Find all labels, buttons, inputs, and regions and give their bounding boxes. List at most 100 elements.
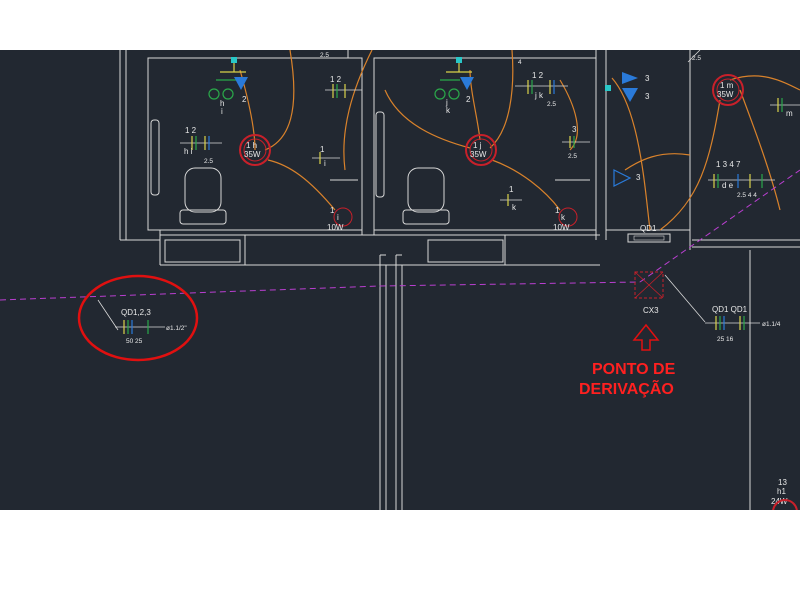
toilet-tank <box>407 167 445 213</box>
svg-text:1 3 4 7: 1 3 4 7 <box>716 160 741 169</box>
lamp-m-id: 1 m <box>720 81 734 90</box>
wire-path <box>267 159 336 211</box>
outlet-icon <box>208 88 220 100</box>
tag-qd1-pair: QD1 QD1 ø1.1/4 25 16 <box>664 274 781 343</box>
outlet-group-middle: j k 2 <box>434 57 474 115</box>
svg-text:10W: 10W <box>553 223 570 232</box>
wire-path <box>491 159 561 211</box>
toilet-seat <box>179 209 227 225</box>
junction-box-icon <box>605 85 611 91</box>
wire-path <box>739 89 781 211</box>
svg-text:3: 3 <box>572 125 577 134</box>
svg-text:ø1.1/2": ø1.1/2" <box>166 325 187 332</box>
switch-icon <box>622 72 638 84</box>
highlight-ellipse <box>77 274 199 362</box>
svg-text:1: 1 <box>330 206 335 215</box>
door-slot <box>427 239 504 263</box>
lamp-h-power: 35W <box>244 150 261 159</box>
wire-path <box>384 89 471 149</box>
wiring <box>239 49 800 231</box>
svg-text:h: h <box>220 99 224 108</box>
svg-text:2.5: 2.5 <box>568 153 577 160</box>
svg-text:13: 13 <box>778 478 787 487</box>
svg-text:2.5: 2.5 <box>692 55 701 62</box>
svg-text:QD1: QD1 <box>640 224 657 233</box>
wire-path <box>659 99 721 231</box>
conduit-main <box>0 281 641 301</box>
svg-text:m: m <box>786 109 793 118</box>
tag-m: m <box>770 98 800 118</box>
junction-box-cx3: CX3 <box>634 271 664 315</box>
outlet-icon <box>222 88 234 100</box>
svg-text:1: 1 <box>509 185 514 194</box>
derivation-callout: PONTO DE DERIVAÇÃO <box>579 323 676 398</box>
toilet-left <box>179 167 227 225</box>
up-arrow-icon <box>632 323 660 351</box>
svg-text:k: k <box>561 213 566 222</box>
svg-text:1: 1 <box>320 145 325 154</box>
svg-text:j k: j k <box>534 91 544 100</box>
svg-text:2.5 4 4: 2.5 4 4 <box>737 192 757 199</box>
exhaust-box-i: 1 i 10W <box>327 206 353 232</box>
tag-i: 1 i <box>312 145 340 168</box>
svg-text:10W: 10W <box>327 223 344 232</box>
drawing-background <box>0 50 800 510</box>
grab-bar <box>375 111 385 198</box>
svg-text:1: 1 <box>555 206 560 215</box>
svg-text:CX3: CX3 <box>643 306 659 315</box>
svg-text:d e: d e <box>722 181 734 190</box>
svg-text:25 16: 25 16 <box>717 336 734 343</box>
walls <box>119 50 800 510</box>
cad-drawing: 1 h 35W 1 j 35W 1 m 35W 2 h i j k 2 <box>0 49 800 525</box>
callout-line-2: DERIVAÇÃO <box>579 378 674 398</box>
tag-k: 1 k <box>500 185 522 212</box>
outlet-icon <box>434 88 446 100</box>
tag-jk: 1 2 j k 2.5 4 <box>515 59 568 108</box>
tag-de: 1 3 4 7 d e 2.5 4 4 <box>708 160 775 199</box>
svg-text:50 25: 50 25 <box>126 338 143 345</box>
svg-text:j: j <box>445 98 448 107</box>
switch-group-right: 3 3 3 <box>605 72 650 187</box>
svg-text:4: 4 <box>518 59 522 66</box>
tag-qd123: QD1,2,3 ø1.1/2" 50 25 <box>97 299 187 345</box>
wire-path <box>624 153 691 171</box>
lamp-j-id: 1 j <box>473 141 482 150</box>
wire-path <box>611 77 651 231</box>
exhaust-box-k: 1 k 10W <box>553 206 578 232</box>
svg-text:k: k <box>446 106 451 115</box>
svg-text:2.5: 2.5 <box>204 158 213 165</box>
callout-line-1: PONTO DE <box>592 361 676 378</box>
toilet-tank <box>184 167 222 213</box>
svg-text:2.5: 2.5 <box>320 52 329 59</box>
svg-text:3: 3 <box>636 173 641 182</box>
wire-path <box>264 49 295 151</box>
toilet-middle <box>402 167 450 225</box>
svg-text:3: 3 <box>645 74 650 83</box>
lamp-m-power: 35W <box>717 90 734 99</box>
panel-qd1: QD1 <box>627 224 671 243</box>
toilet-seat <box>402 209 450 225</box>
lamp-h-id: 1 h <box>246 141 257 150</box>
tag-top-right: 2.5 <box>687 49 701 63</box>
svg-text:h i: h i <box>184 147 193 156</box>
svg-text:QD1 QD1: QD1 QD1 <box>712 305 748 314</box>
switch-icon <box>613 169 632 187</box>
conduit-branch <box>639 169 800 283</box>
wire-path <box>343 49 373 171</box>
lamp-m: 1 m 35W <box>712 74 744 106</box>
svg-text:i: i <box>221 107 223 116</box>
svg-text:h1: h1 <box>777 487 786 496</box>
svg-text:3: 3 <box>645 92 650 101</box>
svg-text:i: i <box>324 159 326 168</box>
floor-plan-svg: 1 h 35W 1 j 35W 1 m 35W 2 h i j k 2 <box>0 49 800 525</box>
svg-text:1 2: 1 2 <box>330 75 342 84</box>
svg-text:i: i <box>337 213 339 222</box>
svg-text:1 2: 1 2 <box>185 126 197 135</box>
svg-text:2: 2 <box>466 95 471 104</box>
conduit <box>0 169 800 301</box>
tag-hi: 1 2 h i 2.5 <box>180 126 222 165</box>
svg-text:QD1,2,3: QD1,2,3 <box>121 308 151 317</box>
svg-text:2: 2 <box>242 95 247 104</box>
wire-path <box>489 49 514 149</box>
svg-text:k: k <box>512 203 517 212</box>
